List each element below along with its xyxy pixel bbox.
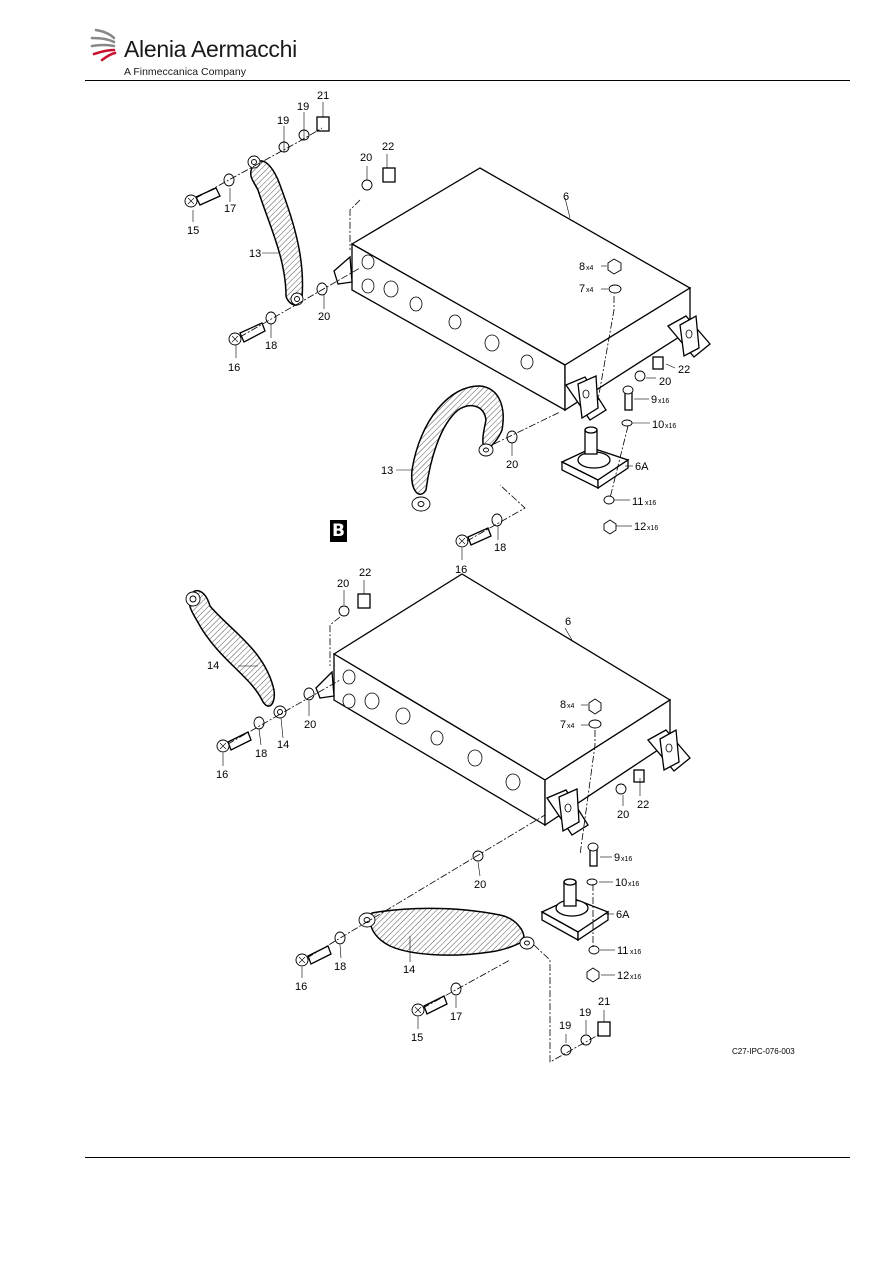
callout: 20 — [506, 459, 518, 471]
page-header: Alenia Aermacchi A Finmeccanica Company — [0, 0, 893, 82]
callout-qty: x16 — [628, 881, 639, 888]
callouts-a: 21 19 19 22 20 6 17 15 13 8 x4 7 x4 20 1… — [187, 90, 690, 576]
callout: 20 — [617, 809, 629, 821]
callout: 15 — [187, 225, 199, 237]
callout-qty: x16 — [630, 949, 641, 956]
callouts-b: 20 22 6 14 8 x4 7 x4 20 14 18 16 22 20 9… — [207, 567, 649, 1044]
callout-qty: x4 — [586, 287, 594, 294]
callout: 14 — [207, 660, 219, 672]
callout: 10 — [615, 877, 627, 889]
callout: 12 — [634, 521, 646, 533]
callout: 20 — [474, 879, 486, 891]
callout: 13 — [381, 465, 393, 477]
callout: 6 — [565, 616, 571, 628]
callout-qty: x4 — [586, 265, 594, 272]
view-a: 21 19 19 22 20 6 17 15 13 8 x4 7 x4 20 1… — [184, 90, 711, 576]
callout: 15 — [411, 1032, 423, 1044]
equipment-box-b — [315, 573, 691, 836]
callout: 22 — [382, 141, 394, 153]
callout-qty: x16 — [621, 856, 632, 863]
callout: 8 — [560, 699, 566, 711]
callout: 10 — [652, 419, 664, 431]
callout-qty: x16 — [630, 974, 641, 981]
callout: 17 — [224, 203, 236, 215]
callout: 6 — [563, 191, 569, 203]
callout: 8 — [579, 261, 585, 273]
callout-qty: x16 — [645, 500, 656, 507]
header-divider — [85, 80, 850, 81]
callout: 22 — [359, 567, 371, 579]
callout: 19 — [559, 1020, 571, 1032]
drawing-code: C27-IPC-076-003 — [732, 1047, 795, 1056]
callout: 22 — [637, 799, 649, 811]
view-b: 20 22 6 14 8 x4 7 x4 20 14 18 16 22 20 9… — [185, 567, 691, 1063]
callout-qty: x16 — [665, 423, 676, 430]
section-marker: B — [330, 520, 347, 542]
callout: 19 — [277, 115, 289, 127]
callout: 16 — [455, 564, 467, 576]
callout: 16 — [228, 362, 240, 374]
callout: 20 — [318, 311, 330, 323]
callout: 21 — [598, 996, 610, 1008]
bonding-strap-13a — [249, 160, 304, 306]
callout: 14 — [277, 739, 289, 751]
bonding-strap-13b — [411, 385, 504, 495]
callout: 9 — [614, 852, 620, 864]
alenia-logo-icon — [90, 28, 117, 62]
callout: 18 — [494, 542, 506, 554]
callout: 20 — [659, 376, 671, 388]
callout-qty: x16 — [658, 398, 669, 405]
callout: 13 — [249, 248, 261, 260]
callout: 22 — [678, 364, 690, 376]
callout: 14 — [403, 964, 415, 976]
callout-qty: x16 — [647, 525, 658, 532]
callout: 12 — [617, 970, 629, 982]
callout: 18 — [265, 340, 277, 352]
bonding-strap-14a — [188, 589, 276, 707]
callout: 19 — [579, 1007, 591, 1019]
callout: 19 — [297, 101, 309, 113]
callout: 20 — [360, 152, 372, 164]
brand-name: Alenia Aermacchi — [124, 36, 297, 62]
leader-lines-a — [192, 102, 676, 560]
callout: 6A — [635, 461, 649, 473]
brand-tagline: A Finmeccanica Company — [124, 66, 246, 78]
bonding-strap-14b — [369, 907, 525, 956]
footer-divider — [85, 1157, 850, 1158]
callout: 16 — [216, 769, 228, 781]
callout: 21 — [317, 90, 329, 102]
callout: 11 — [632, 496, 643, 508]
callout: 17 — [450, 1011, 462, 1023]
callout: 6A — [616, 909, 630, 921]
callout: 20 — [304, 719, 316, 731]
callout: 18 — [255, 748, 267, 760]
callout: 16 — [295, 981, 307, 993]
callout: 11 — [617, 945, 628, 957]
callout: 7 — [560, 719, 566, 731]
equipment-box-a — [333, 167, 711, 421]
callout-qty: x4 — [567, 723, 575, 730]
callout: 20 — [337, 578, 349, 590]
callout-qty: x4 — [567, 703, 575, 710]
leader-lines-b — [222, 580, 641, 1063]
hardware-a — [184, 116, 664, 548]
callout: 7 — [579, 283, 585, 295]
callout: 18 — [334, 961, 346, 973]
hardware-b — [216, 593, 645, 1056]
callout: 9 — [651, 394, 657, 406]
